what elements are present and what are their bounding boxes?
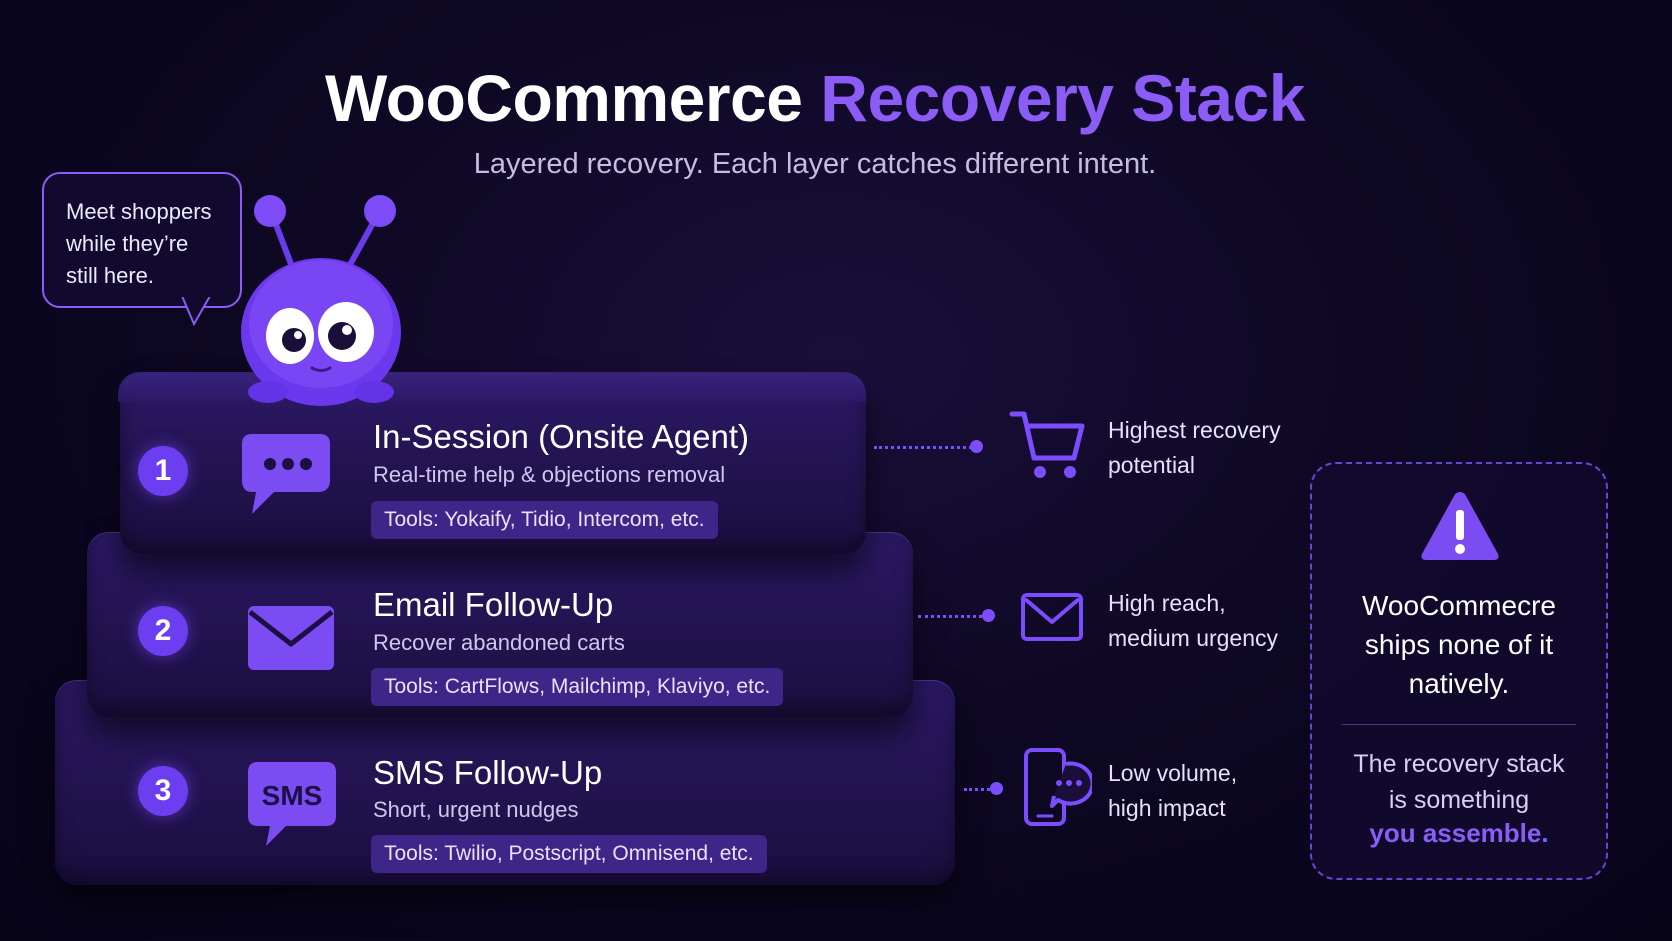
- callout-line: natively.: [1408, 668, 1510, 699]
- speech-bubble-tail: [180, 294, 214, 327]
- outcome-line: medium urgency: [1108, 625, 1279, 651]
- connector-dot: [990, 782, 1003, 795]
- outcome-line: Low volume,: [1108, 760, 1238, 786]
- chat-bubble-icon: [242, 434, 330, 514]
- page-subtitle: Layered recovery. Each layer catches dif…: [473, 148, 1157, 180]
- bubble-line: still here.: [66, 263, 155, 288]
- outcome-line: potential: [1108, 452, 1195, 478]
- sms-icon-label: SMS: [262, 780, 323, 811]
- outcome-line: high impact: [1108, 795, 1226, 821]
- sms-bubble-icon: SMS: [248, 762, 336, 846]
- bubble-line: while they’re: [66, 231, 189, 256]
- layer-title: Email Follow-Up: [373, 586, 614, 623]
- layer-subtitle: Recover abandoned carts: [373, 630, 625, 655]
- layer-tools-chip: Tools: Yokaify, Tidio, Intercom, etc.: [371, 501, 718, 539]
- connector-dot: [982, 609, 995, 622]
- mascot-icon: [241, 195, 401, 406]
- outcome-label: Highest recovery potential: [1108, 413, 1281, 483]
- connector-line: [964, 788, 996, 791]
- shopping-cart-icon: [1009, 411, 1085, 478]
- callout-accent-text: you assemble.: [1369, 818, 1549, 848]
- callout-main-text: WooCommecre ships none of it natively.: [1318, 586, 1600, 703]
- connector-line: [918, 615, 988, 618]
- outcome-line: Highest recovery: [1108, 417, 1281, 443]
- layer-title: SMS Follow-Up: [373, 754, 603, 791]
- layer-title: In-Session (Onsite Agent): [373, 418, 750, 455]
- callout-sub-text: The recovery stack is something: [1318, 746, 1600, 818]
- outcome-label: High reach, medium urgency: [1108, 586, 1278, 656]
- callout-line: ships none of it: [1364, 629, 1554, 660]
- layer-number-badge: 1: [138, 446, 188, 496]
- envelope-icon: [248, 606, 334, 670]
- speech-bubble: Meet shoppers while they’re still here.: [42, 172, 242, 308]
- title-main: WooCommerce: [325, 61, 803, 135]
- page-title: WooCommerce Recovery Stack: [0, 60, 1630, 136]
- layer-number-badge: 3: [138, 766, 188, 816]
- layer-number-badge: 2: [138, 606, 188, 656]
- outcome-line: High reach,: [1108, 590, 1226, 616]
- layer-tools-chip: Tools: Twilio, Postscript, Omnisend, etc…: [371, 835, 767, 873]
- connector-dot: [970, 440, 983, 453]
- connector-line: [874, 446, 972, 449]
- envelope-outline-icon: [1021, 593, 1083, 641]
- callout-line: WooCommecre: [1362, 590, 1556, 621]
- layer-top-surface: [118, 372, 866, 402]
- callout-divider: [1342, 724, 1576, 725]
- bubble-line: Meet shoppers: [66, 199, 212, 224]
- outcome-label: Low volume, high impact: [1108, 756, 1237, 826]
- layer-subtitle: Real-time help & objections removal: [373, 462, 726, 487]
- layer-subtitle: Short, urgent nudges: [373, 797, 579, 822]
- layer-tools-chip: Tools: CartFlows, Mailchimp, Klaviyo, et…: [371, 668, 784, 706]
- callout-line: is something: [1388, 786, 1530, 814]
- callout-line: The recovery stack: [1353, 750, 1565, 778]
- phone-chat-icon: [1024, 748, 1092, 826]
- title-accent: Recovery Stack: [820, 61, 1305, 135]
- warning-triangle-icon: [1421, 492, 1499, 560]
